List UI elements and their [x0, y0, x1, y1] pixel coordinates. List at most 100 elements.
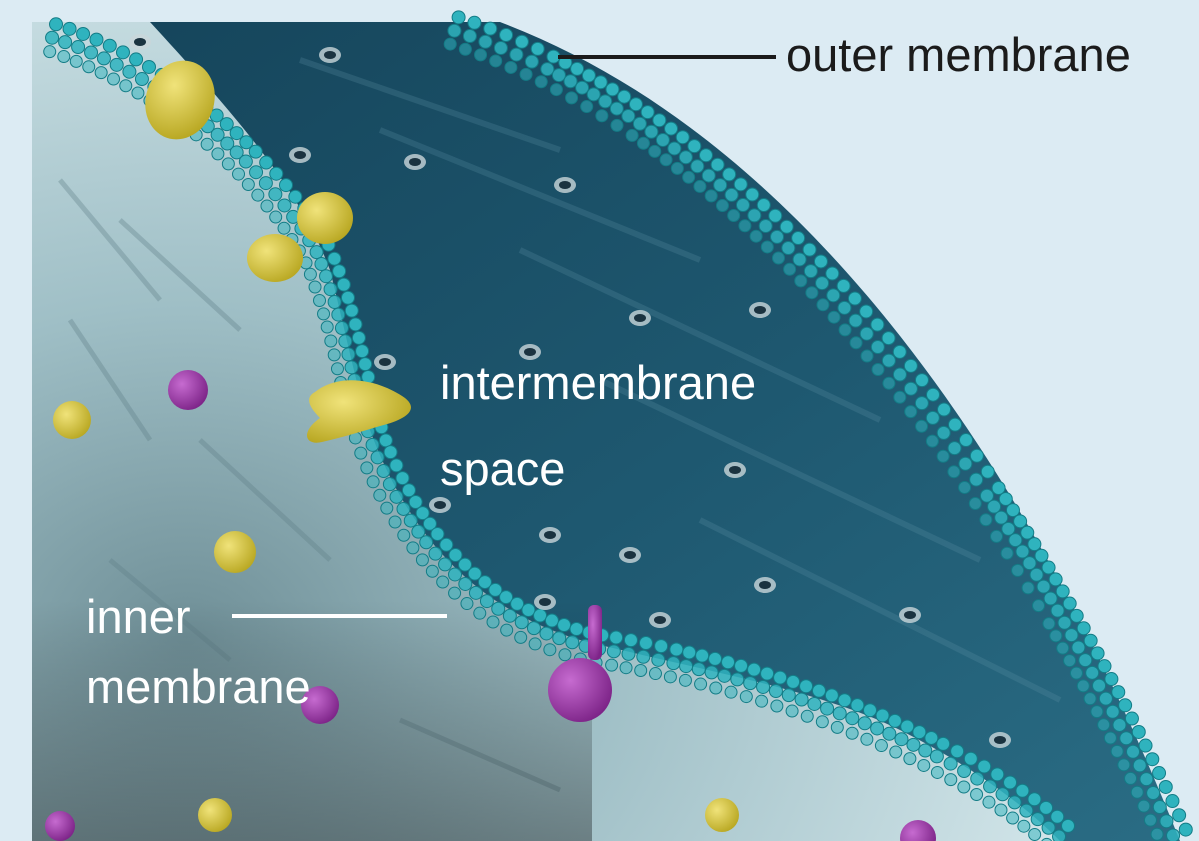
lipid-head — [728, 209, 740, 221]
lipid-head — [381, 502, 393, 514]
lipid-head — [680, 660, 693, 673]
particle-core — [559, 181, 571, 189]
lipid-head — [1070, 667, 1082, 679]
lipid-head — [566, 636, 579, 649]
lipid-head — [1049, 573, 1062, 586]
lipid-head — [831, 721, 843, 733]
lipid-head — [695, 678, 707, 690]
lipid-head — [1042, 561, 1055, 574]
lipid-head — [1051, 604, 1064, 617]
lipid-head — [1051, 810, 1064, 823]
particle-core — [324, 51, 336, 59]
lipid-head — [725, 188, 738, 201]
lipid-head — [705, 190, 717, 202]
lipid-head — [893, 345, 906, 358]
lipid-head — [814, 255, 827, 268]
lipid-head — [335, 322, 348, 335]
lipid-head — [123, 65, 136, 78]
lipid-head — [333, 265, 346, 278]
lipid-head — [748, 209, 761, 222]
lipid-head — [1009, 534, 1022, 547]
lipid-head — [431, 527, 444, 540]
lipid-head — [328, 252, 341, 265]
lipid-head — [594, 76, 607, 89]
lipid-head — [468, 16, 481, 29]
lipid-head — [510, 48, 523, 61]
lipid-head — [895, 733, 908, 746]
lipid-head — [474, 607, 486, 619]
lipid-head — [757, 199, 770, 212]
lipid-head — [1098, 660, 1111, 673]
lipid-head — [827, 289, 840, 302]
lipid-head — [756, 695, 768, 707]
lipid-head — [978, 760, 991, 773]
lipid-head — [1091, 647, 1104, 660]
lipid-head — [366, 438, 379, 451]
lipid-head — [463, 30, 476, 43]
lipid-head — [838, 301, 851, 314]
lipid-head — [270, 167, 283, 180]
lipid-head — [949, 418, 962, 431]
lipid-head — [318, 308, 330, 320]
lipid-head — [652, 653, 665, 666]
lipid-head — [397, 502, 410, 515]
lipid-head — [407, 542, 419, 554]
lipid-head — [649, 668, 661, 680]
lipid-head — [995, 804, 1007, 816]
lipid-head — [1125, 712, 1138, 725]
lipid-head — [1179, 823, 1192, 836]
lipid-head — [449, 549, 462, 562]
lipid-head — [1093, 679, 1106, 692]
lipid-head — [995, 511, 1008, 524]
lipid-head — [784, 263, 796, 275]
lipid-head — [937, 426, 950, 439]
lipid-head — [1147, 787, 1160, 800]
lipid-head — [1006, 504, 1019, 517]
lipid-head — [782, 689, 795, 702]
lipid-head — [676, 131, 689, 144]
lipid-head — [668, 142, 681, 155]
lipid-head — [1028, 538, 1041, 551]
lipid-head — [389, 516, 401, 528]
lipid-head — [371, 451, 384, 464]
lipid-head — [233, 168, 245, 180]
lipid-head — [860, 327, 873, 340]
lipid-head — [734, 178, 747, 191]
lipid-head — [345, 361, 358, 374]
lipid-head — [626, 129, 638, 141]
lipid-head — [1153, 767, 1166, 780]
lipid-head — [744, 677, 757, 690]
lipid-head — [821, 702, 834, 715]
lipid-head — [1029, 829, 1041, 841]
lipid-head — [919, 744, 932, 757]
lipid-head — [890, 746, 902, 758]
lipid-head — [280, 179, 293, 192]
lipid-head — [461, 598, 473, 610]
lipid-head — [367, 476, 379, 488]
lipid-head — [904, 359, 917, 372]
lipid-head — [926, 435, 938, 447]
lipid-head — [931, 766, 943, 778]
lipid-head — [611, 119, 623, 131]
lipid-head — [1091, 706, 1103, 718]
lipid-head — [769, 685, 782, 698]
lipid-head — [320, 270, 333, 283]
lipid-head — [739, 220, 751, 232]
lipid-head — [793, 253, 806, 266]
lipid-head — [664, 671, 676, 683]
lipid-head — [1065, 629, 1078, 642]
lipid-head — [1120, 732, 1133, 745]
lipid-head — [50, 18, 63, 31]
lipid-head — [656, 133, 669, 146]
lipid-head — [607, 645, 620, 658]
lipid-head — [1167, 829, 1180, 841]
lipid-head — [761, 667, 774, 680]
lipid-head — [503, 609, 516, 622]
lipid-head — [361, 462, 373, 474]
lipid-head — [1022, 582, 1034, 594]
lipid-head — [72, 41, 85, 54]
intermembrane-space-label-line1: intermembrane — [440, 356, 756, 410]
lipid-head — [398, 529, 410, 541]
lipid-head — [239, 155, 252, 168]
lipid-head — [1127, 745, 1140, 758]
